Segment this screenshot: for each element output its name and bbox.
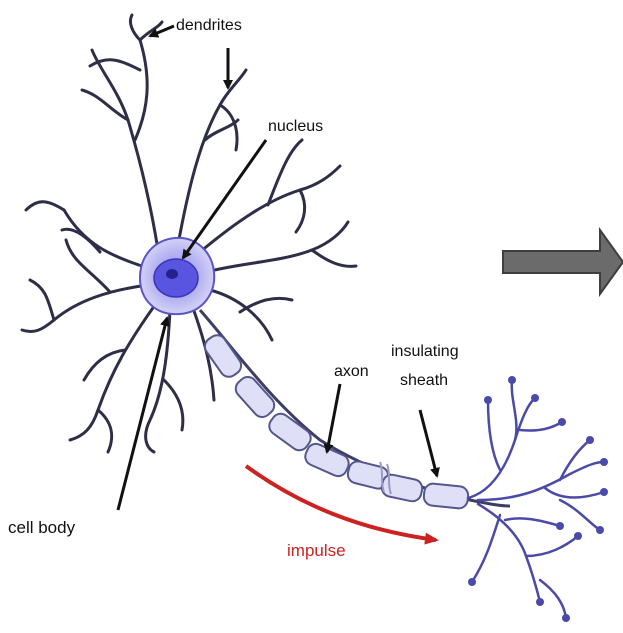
label-cell-body: cell body [8, 518, 76, 537]
label-sheath: sheath [400, 372, 448, 389]
label-nucleus: nucleus [268, 118, 323, 135]
label-insulating: insulating [391, 343, 459, 360]
label-dendrites: dendrites [176, 17, 242, 34]
label-axon: axon [334, 363, 369, 380]
label-impulse: impulse [287, 541, 346, 560]
nucleus [154, 259, 198, 297]
